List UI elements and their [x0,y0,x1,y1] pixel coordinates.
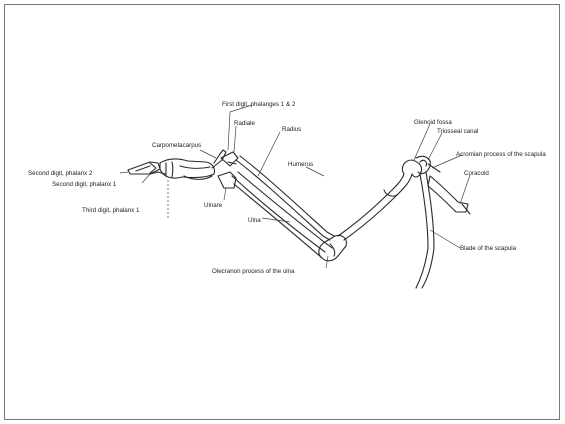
first-digit-bone [212,150,226,168]
wrist-bones [218,152,238,188]
carpometacarpus-bone [160,159,215,179]
label-third-digit: Third digit, phalanx 1 [82,207,140,214]
coracoid-bone [428,176,470,214]
label-radiale: Radiale [234,120,256,127]
elbow-joint [319,235,347,260]
label-ulna: Ulna [248,217,261,224]
label-coracoid: Coracoid [464,170,489,177]
label-second-digit-p2: Second digit, phalanx 2 [28,170,93,177]
label-second-digit-p1: Second digit, phalanx 1 [52,181,117,188]
label-glenoid-fossa: Glenoid fossa [414,119,452,126]
label-radius: Radius [282,126,301,133]
label-first-digit: First digit, phalanges 1 & 2 [222,101,296,108]
ulna-bone [232,172,332,258]
label-carpometacarpus: Carpometacarpus [152,142,201,149]
label-blade: Blade of the scapula [460,245,517,252]
label-humerus: Humerus [288,161,313,168]
humerus-bone [338,160,422,240]
diagram-labels: First digit, phalanges 1 & 2 Carpometaca… [28,101,546,275]
label-triosseal-canal: Triosseal canal [437,128,478,135]
label-ulnare: Ulnare [204,202,223,209]
label-olecranon: Olecranon process of the ulna [212,268,295,275]
label-acromion: Acromian process of the scapula [456,151,546,158]
